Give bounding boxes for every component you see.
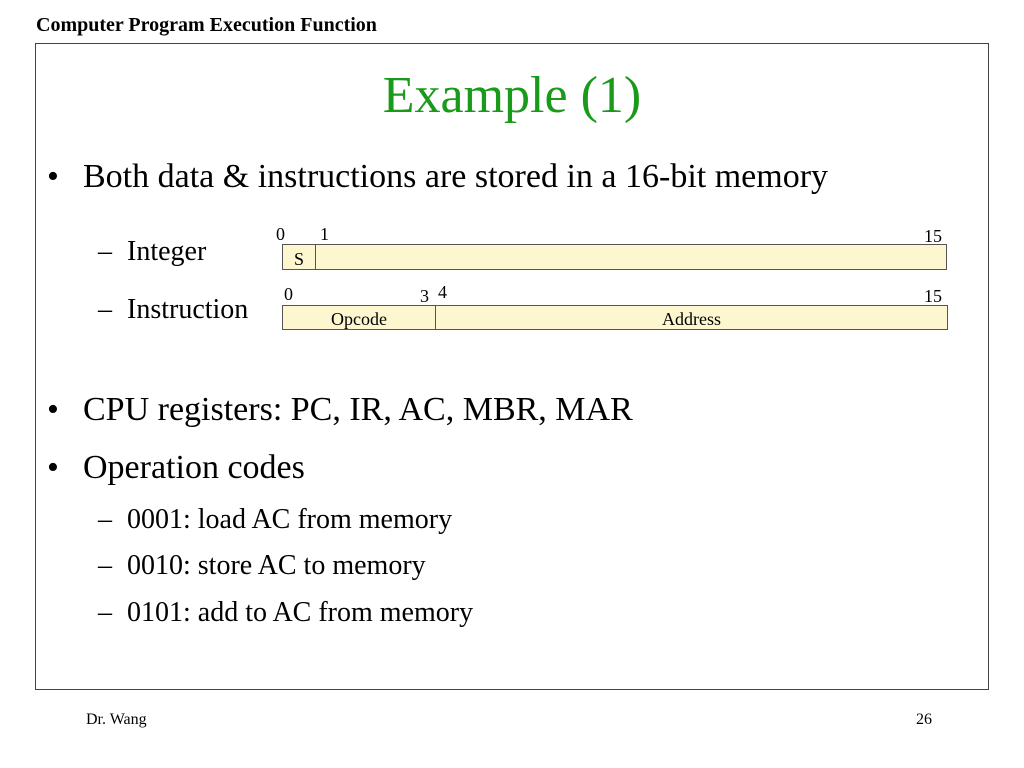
opcode-item-text: 0101: add to AC from memory — [127, 597, 474, 628]
address-field — [435, 305, 948, 330]
address-label: Address — [662, 309, 721, 329]
integer-sign-label: S — [293, 249, 304, 269]
dash-mark: – — [98, 236, 112, 267]
opcode-label: Opcode — [331, 309, 387, 329]
sub-integer: – Integer — [98, 236, 207, 267]
bullet-opcodes-text: Operation codes — [83, 449, 305, 486]
instruction-bit-15: 15 — [924, 286, 942, 306]
integer-bit-15: 15 — [924, 226, 942, 246]
page-number: 26 — [916, 711, 932, 728]
bullet-mark: • — [47, 391, 59, 428]
dash-mark: – — [98, 597, 112, 628]
integer-bit-0: 0 — [276, 224, 285, 244]
content-frame — [35, 43, 989, 690]
instruction-bit-3: 3 — [420, 286, 429, 306]
opcode-item: – 0010: store AC to memory — [98, 550, 426, 581]
opcode-item-text: 0001: load AC from memory — [127, 504, 453, 535]
slide-title: Example (1) — [382, 67, 642, 124]
dash-mark: – — [98, 550, 112, 581]
footer-author: Dr. Wang — [86, 711, 147, 728]
dash-mark: – — [98, 294, 112, 325]
opcode-field — [282, 305, 436, 330]
integer-bit-1: 1 — [320, 224, 329, 244]
opcode-item-text: 0010: store AC to memory — [127, 550, 426, 581]
sub-integer-text: Integer — [127, 236, 207, 267]
opcode-item: – 0001: load AC from memory — [98, 504, 453, 535]
header-title: Computer Program Execution Function — [36, 14, 377, 36]
bullet-memory-text: Both data & instructions are stored in a… — [83, 158, 829, 195]
bullet-registers: • CPU registers: PC, IR, AC, MBR, MAR — [47, 391, 633, 428]
instruction-bit-0: 0 — [284, 284, 293, 304]
opcode-item: – 0101: add to AC from memory — [98, 597, 474, 628]
bullet-memory: • Both data & instructions are stored in… — [47, 158, 829, 195]
bullet-mark: • — [47, 449, 59, 486]
sub-instruction-text: Instruction — [127, 294, 249, 325]
bullet-opcodes: • Operation codes — [47, 449, 305, 486]
sub-instruction: – Instruction — [98, 294, 249, 325]
integer-sign-field — [282, 244, 316, 270]
bullet-mark: • — [47, 158, 59, 195]
dash-mark: – — [98, 504, 112, 535]
integer-magnitude-field — [315, 244, 947, 270]
bullet-registers-text: CPU registers: PC, IR, AC, MBR, MAR — [83, 391, 633, 428]
instruction-bit-4: 4 — [438, 282, 447, 302]
